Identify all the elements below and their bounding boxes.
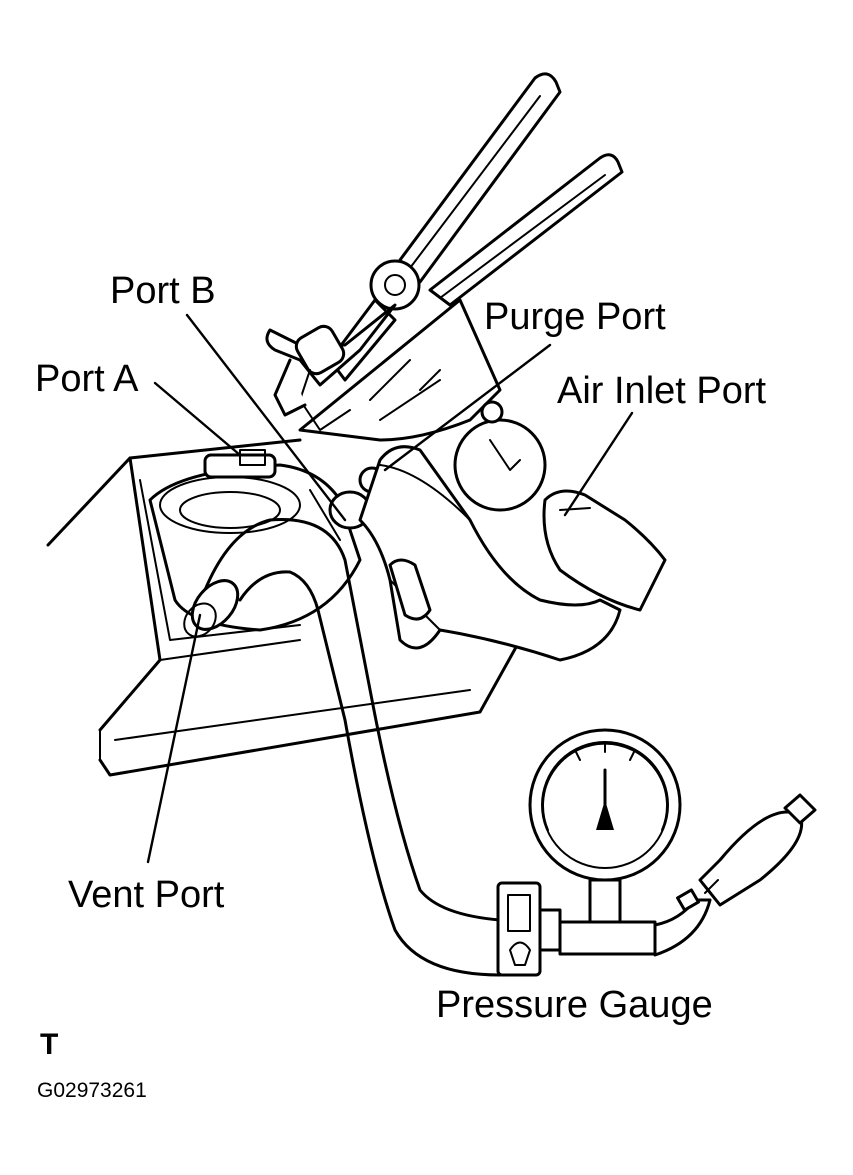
label-air-inlet-port: Air Inlet Port	[557, 370, 767, 412]
leader-port-a	[153, 381, 242, 457]
figure-code: G02973261	[37, 1079, 147, 1102]
hand	[358, 445, 622, 662]
pliers	[265, 72, 624, 431]
corner-mark: T	[40, 1028, 59, 1061]
hose	[183, 518, 502, 977]
label-port-b: Port B	[110, 270, 216, 312]
canister-base	[46, 438, 522, 777]
thumb	[542, 489, 667, 612]
pressure-gauge	[496, 728, 817, 977]
leader-lines	[146, 313, 634, 864]
label-vent-port: Vent Port	[68, 874, 225, 916]
label-port-a: Port A	[35, 358, 139, 400]
leader-purge-port	[383, 343, 552, 472]
label-pressure-gauge: Pressure Gauge	[436, 984, 713, 1026]
leader-vent-port	[146, 613, 202, 864]
label-purge-port: Purge Port	[484, 296, 666, 338]
leader-air-inlet-port	[563, 411, 634, 517]
leader-port-b	[185, 313, 347, 522]
